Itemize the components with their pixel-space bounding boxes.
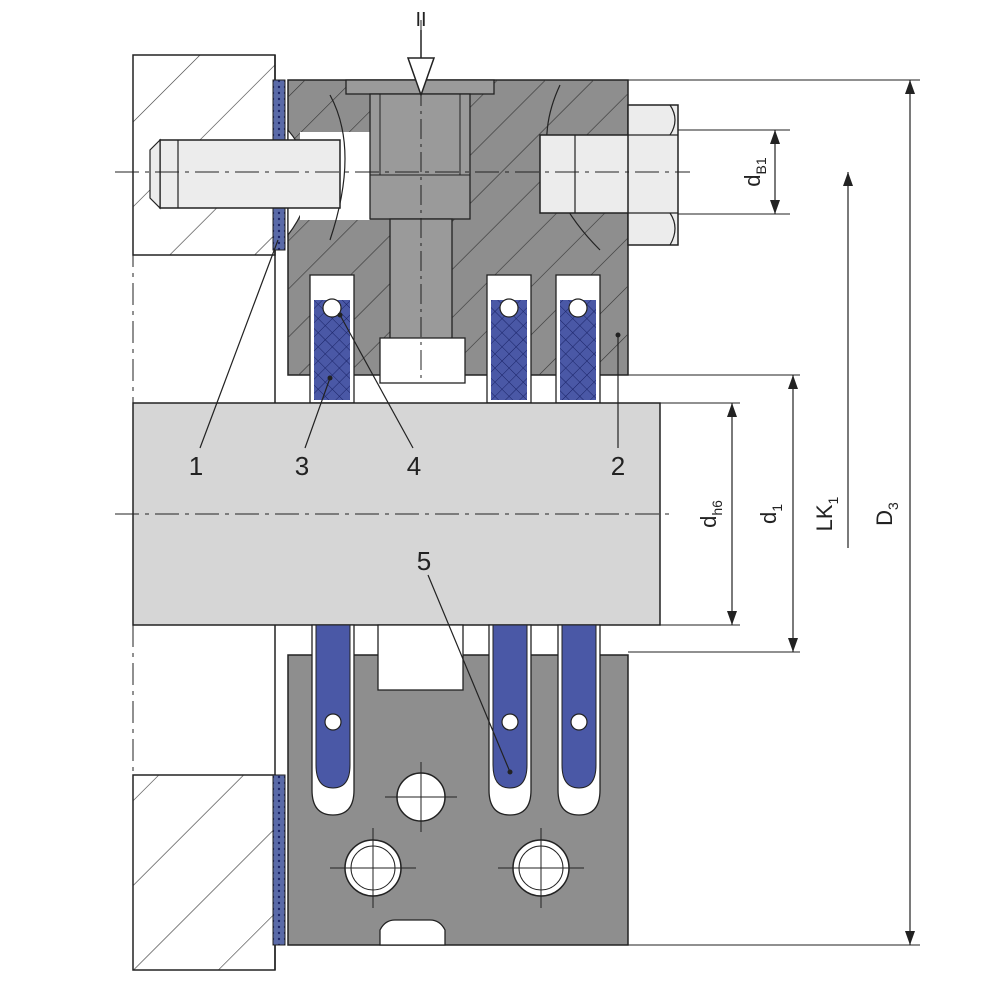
- seals-lower: [311, 624, 601, 816]
- housing-bolt: [539, 104, 679, 246]
- callout-1: 1: [189, 451, 203, 481]
- callout-2: 2: [611, 451, 625, 481]
- dimension-labels: dB1 dh6 d1 LK1 D3: [696, 157, 901, 531]
- flow-inlet-arrow: II: [406, 9, 436, 98]
- dim-LK1: LK1: [812, 496, 841, 531]
- dimension-lines: [628, 79, 920, 946]
- inlet-fitting: [345, 20, 495, 384]
- callout-labels: 1 2 3 4 5: [189, 451, 625, 576]
- callout-3: 3: [295, 451, 309, 481]
- flow-symbol: II: [415, 9, 426, 31]
- port-holes: [330, 762, 584, 908]
- shaft: [115, 171, 690, 626]
- dim-d1: d1: [756, 504, 785, 524]
- dim-D3: D3: [872, 502, 901, 526]
- flange-bolt: [149, 138, 341, 210]
- dim-dh6: dh6: [696, 500, 725, 528]
- callout-leaders: [199, 239, 621, 775]
- dim-dB1: dB1: [740, 157, 769, 187]
- callout-5: 5: [417, 546, 431, 576]
- callout-4: 4: [407, 451, 421, 481]
- seals-upper: [309, 274, 601, 404]
